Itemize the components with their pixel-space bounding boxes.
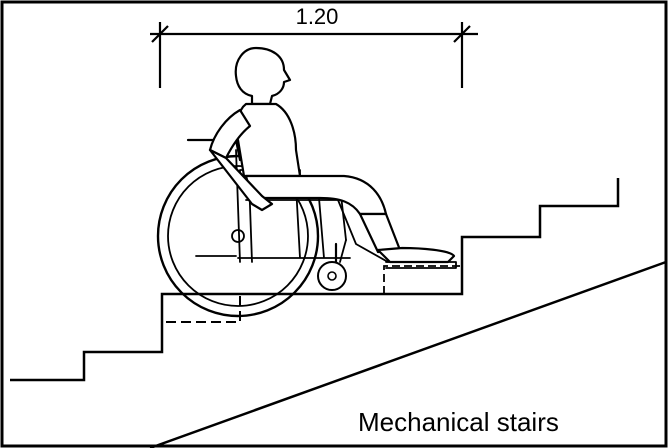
caster-hub — [327, 271, 337, 281]
person-torso — [236, 102, 302, 178]
dashed-platform-outline — [166, 294, 241, 323]
dimension-line — [150, 22, 478, 88]
staircase-profile — [10, 178, 620, 382]
rear-wheel-outer — [156, 154, 320, 318]
figure-caption: Mechanical stairs — [358, 407, 559, 437]
lift-platform — [383, 265, 462, 294]
caster-wheel — [317, 261, 347, 291]
person-lower-leg — [358, 212, 402, 254]
person-head — [234, 46, 292, 106]
rear-wheel-hub — [231, 229, 245, 243]
person-thigh — [244, 174, 388, 216]
rear-wheel-rim — [167, 165, 309, 307]
person-foot — [376, 246, 456, 264]
leg-rest — [337, 199, 389, 263]
person-forearm — [208, 148, 274, 212]
wheelchair — [156, 138, 457, 318]
seated-person — [208, 46, 456, 264]
width-dimension-label: 1.20 — [295, 4, 339, 29]
mechanical-stairs-slope — [149, 260, 667, 448]
